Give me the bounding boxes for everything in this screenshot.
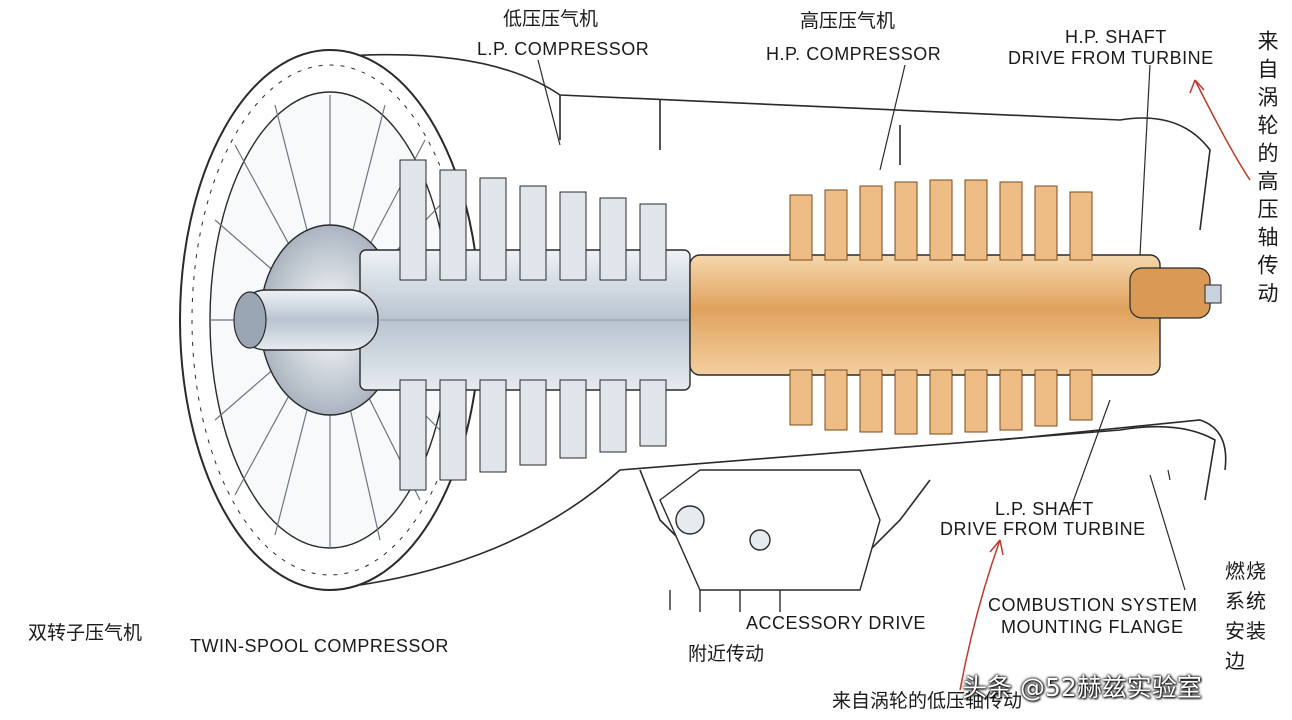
accessory-drive-gearbox (659, 469, 881, 612)
accessory-drive-cn-label: 附近传动 (688, 643, 765, 665)
hp-shaft-label-line1: H.P. SHAFT (1065, 27, 1167, 47)
accessory-drive-label: ACCESSORY DRIVE (746, 613, 926, 633)
twin-spool-en-label: TWIN-SPOOL COMPRESSOR (190, 636, 449, 656)
twin-spool-cn-label: 双转子压气机 (28, 622, 143, 644)
lp-shaft-cn-label: 来自涡轮的低压轴传动 (832, 690, 1023, 712)
combustion-cn-label: 燃烧系统安装边 (1225, 559, 1267, 673)
lp-compressor-rotor (359, 159, 691, 491)
red-arrows (959, 79, 1251, 691)
hp-shaft-label-line2: DRIVE FROM TURBINE (1008, 48, 1214, 68)
watermark: 头条 @52赫兹实验室 (962, 673, 1202, 702)
hp-compressor-en-label: H.P. COMPRESSOR (766, 44, 942, 64)
hp-compressor-rotor (689, 179, 1222, 435)
lp-compressor-en-label: L.P. COMPRESSOR (477, 39, 650, 59)
combustion-label-line2: MOUNTING FLANGE (1001, 617, 1184, 637)
hp-compressor-cn-label: 高压压气机 (800, 10, 896, 32)
lp-shaft-label-line2: DRIVE FROM TURBINE (940, 519, 1146, 539)
lp-shaft-front (233, 289, 379, 351)
leader-lines (537, 59, 1186, 591)
combustion-label-line1: COMBUSTION SYSTEM (988, 595, 1198, 615)
lp-shaft-label-line1: L.P. SHAFT (995, 499, 1094, 519)
lp-compressor-cn-label: 低压压气机 (503, 8, 599, 30)
hp-shaft-cn-label: 来自涡轮的高压轴传动 (1255, 30, 1279, 310)
